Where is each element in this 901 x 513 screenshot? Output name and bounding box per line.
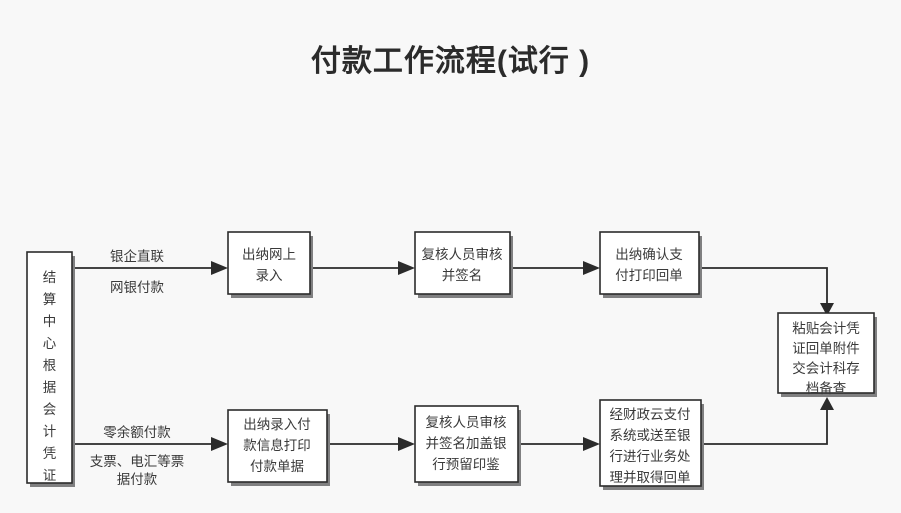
edge-label-bottom-below-line1: 支票、电汇等票	[90, 453, 185, 469]
connector-start-to-bottom1	[75, 437, 228, 451]
edge-label-bottom-below-line2: 据付款	[117, 472, 158, 487]
node-top1[interactable]: 出纳网上 录入	[227, 231, 313, 298]
node-top3-line-1: 付打印回单	[615, 267, 683, 283]
node-bottom1[interactable]: 出纳录入付 款信息打印 付款单据	[227, 409, 330, 486]
node-final-line-3: 档备查	[806, 380, 847, 396]
node-top2-line-1: 并签名	[442, 267, 483, 283]
node-top3-line-0: 出纳确认支	[615, 247, 683, 262]
node-bottom2-line-0: 复核人员审核	[426, 414, 507, 430]
node-bottom2[interactable]: 复核人员审核 并签名加盖银 行预留印鉴	[414, 405, 521, 486]
page-title: 付款工作流程(试行 )	[310, 45, 591, 78]
node-top2-line-0: 复核人员审核	[422, 246, 503, 262]
node-bottom3-line-0: 经财政云支付	[610, 407, 691, 422]
node-bottom2-line-2: 行预留印鉴	[432, 457, 500, 472]
node-start-char-6: 会	[43, 402, 57, 417]
connector-top1-to-top2	[313, 261, 415, 275]
node-final[interactable]: 粘贴会计凭 证回单附件 交会计科存 档备查	[777, 312, 877, 397]
node-start-char-3: 心	[43, 336, 57, 351]
node-bottom1-line-1: 款信息打印	[243, 437, 311, 453]
node-start-char-2: 中	[43, 314, 57, 329]
node-top2[interactable]: 复核人员审核 并签名	[414, 231, 513, 298]
node-start-char-1: 算	[43, 292, 57, 307]
node-top1-line-0: 出纳网上	[242, 247, 296, 262]
connector-bottom1-to-bottom2	[330, 437, 415, 451]
node-start[interactable]: 结 算 中 心 根 据 会 计 凭 证	[26, 251, 75, 487]
connector-bottom3-to-final	[704, 397, 834, 445]
node-top3[interactable]: 出纳确认支 付打印回单	[599, 231, 702, 298]
node-start-char-9: 证	[43, 468, 57, 483]
node-start-char-4: 根	[43, 358, 57, 373]
node-final-line-2: 交会计科存	[792, 360, 860, 376]
node-bottom3[interactable]: 经财政云支付 系统或送至银 行进行业务处 理并取得回单	[599, 399, 704, 490]
connector-bottom2-to-bottom3	[521, 437, 600, 451]
connector-start-to-top1	[75, 261, 228, 275]
edge-label-top-above: 银企直联	[110, 248, 164, 264]
edge-label-bottom-above: 零余额付款	[103, 424, 171, 440]
edge-label-top-below: 网银付款	[110, 280, 164, 295]
node-top1-line-1: 录入	[256, 268, 283, 283]
node-bottom1-line-2: 付款单据	[250, 459, 304, 474]
node-start-char-0: 结	[43, 270, 57, 285]
connector-top3-to-final	[702, 267, 834, 316]
node-start-char-7: 计	[43, 424, 57, 439]
node-final-line-1: 证回单附件	[792, 341, 860, 356]
node-start-char-5: 据	[43, 380, 57, 395]
node-bottom3-line-3: 理并取得回单	[610, 469, 691, 485]
node-bottom1-line-0: 出纳录入付	[243, 417, 311, 432]
node-bottom3-line-2: 行进行业务处	[610, 449, 691, 464]
node-bottom2-line-1: 并签名加盖银	[426, 435, 507, 451]
node-final-line-0: 粘贴会计凭	[792, 321, 860, 336]
node-bottom3-line-1: 系统或送至银	[610, 428, 691, 443]
node-start-char-8: 凭	[43, 446, 57, 461]
connector-top2-to-top3	[513, 261, 600, 275]
